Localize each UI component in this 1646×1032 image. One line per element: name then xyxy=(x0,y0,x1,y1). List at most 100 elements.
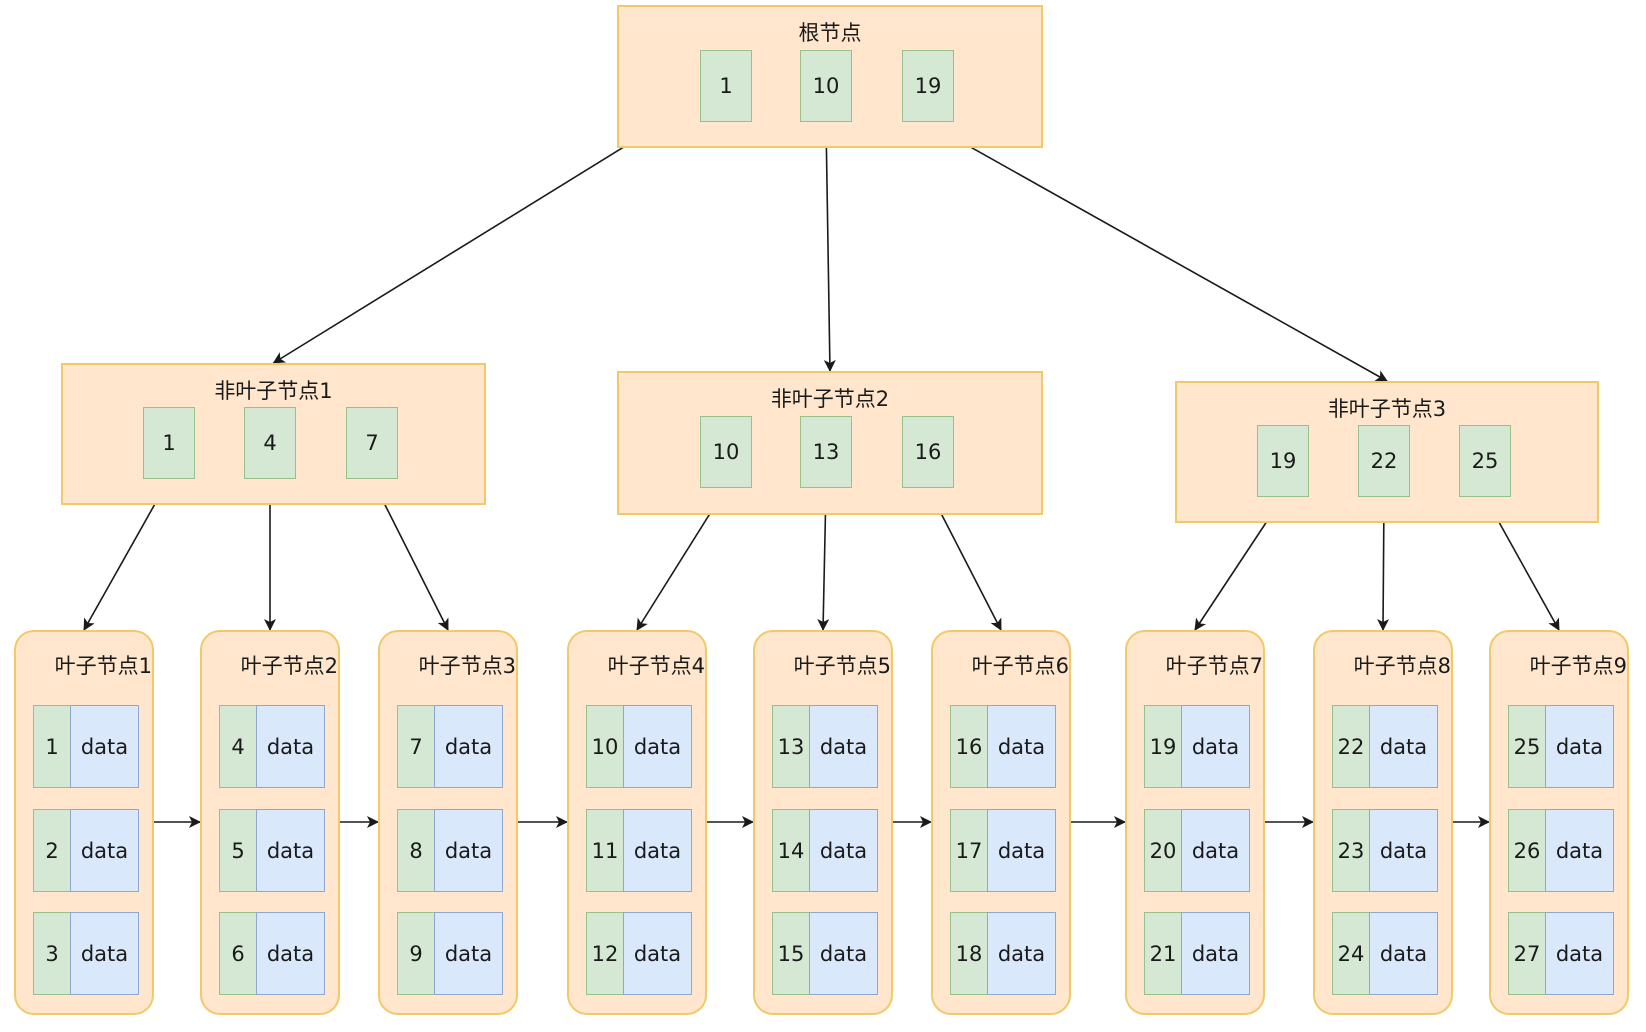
leaf-node-title: 叶子节点2 xyxy=(240,654,338,678)
internal-node-title: 非叶子节点3 xyxy=(1327,397,1447,421)
entry-data: data xyxy=(623,912,692,995)
leaf-node-title: 叶子节点1 xyxy=(54,654,152,678)
entry-data: data xyxy=(434,705,503,788)
entry-key: 26 xyxy=(1508,809,1545,892)
entry-data: data xyxy=(1545,809,1614,892)
internal-key: 7 xyxy=(346,407,398,479)
entry-data: data xyxy=(434,809,503,892)
leaf-node-title: 叶子节点8 xyxy=(1353,654,1451,678)
entry-key: 9 xyxy=(397,912,434,995)
internal-node-title: 非叶子节点2 xyxy=(770,387,890,411)
entry-key: 7 xyxy=(397,705,434,788)
entry-key: 12 xyxy=(586,912,623,995)
entry-key: 22 xyxy=(1332,705,1369,788)
entry-key: 11 xyxy=(586,809,623,892)
entry-key: 15 xyxy=(772,912,809,995)
entry-key: 23 xyxy=(1332,809,1369,892)
entry-key: 20 xyxy=(1144,809,1181,892)
entry-key: 1 xyxy=(33,705,70,788)
internal-key: 22 xyxy=(1358,425,1410,497)
internal-key: 16 xyxy=(902,416,954,488)
internal-key: 10 xyxy=(700,416,752,488)
entry-key: 3 xyxy=(33,912,70,995)
leaf-node-title: 叶子节点3 xyxy=(418,654,516,678)
entry-key: 10 xyxy=(586,705,623,788)
leaf-node-title: 叶子节点7 xyxy=(1165,654,1263,678)
internal-node-title: 非叶子节点1 xyxy=(214,379,333,403)
entry-key: 18 xyxy=(950,912,987,995)
entry-data: data xyxy=(1545,705,1614,788)
entry-data: data xyxy=(987,809,1056,892)
internal-node-2: 非叶子节点2 10 13 16 xyxy=(617,371,1043,515)
entry-data: data xyxy=(809,912,878,995)
entry-data: data xyxy=(1181,912,1250,995)
root-key: 19 xyxy=(902,50,954,122)
root-node: 根节点 1 10 19 xyxy=(617,5,1043,148)
entry-data: data xyxy=(256,705,325,788)
internal-node-3: 非叶子节点3 19 22 25 xyxy=(1175,381,1599,523)
internal-key: 25 xyxy=(1459,425,1511,497)
entry-key: 24 xyxy=(1332,912,1369,995)
entry-data: data xyxy=(1181,705,1250,788)
internal-key: 19 xyxy=(1257,425,1309,497)
leaf-node-title: 叶子节点4 xyxy=(607,654,705,678)
entry-data: data xyxy=(1369,809,1438,892)
entry-data: data xyxy=(623,705,692,788)
edge-root-to-internal-3 xyxy=(925,121,1388,382)
entry-data: data xyxy=(1181,809,1250,892)
internal-key: 4 xyxy=(244,407,296,479)
internal-key: 13 xyxy=(800,416,852,488)
edge-root-to-internal-2 xyxy=(823,121,836,372)
entry-data: data xyxy=(1369,912,1438,995)
entry-key: 4 xyxy=(219,705,256,788)
entry-key: 2 xyxy=(33,809,70,892)
entry-data: data xyxy=(809,809,878,892)
entry-data: data xyxy=(1545,912,1614,995)
entry-data: data xyxy=(987,912,1056,995)
entry-data: data xyxy=(70,912,139,995)
entry-key: 19 xyxy=(1144,705,1181,788)
leaf-node-title: 叶子节点5 xyxy=(793,654,891,678)
entry-data: data xyxy=(434,912,503,995)
entry-key: 14 xyxy=(772,809,809,892)
entry-key: 16 xyxy=(950,705,987,788)
root-key: 1 xyxy=(700,50,752,122)
entry-key: 21 xyxy=(1144,912,1181,995)
entry-data: data xyxy=(987,705,1056,788)
entry-data: data xyxy=(623,809,692,892)
entry-key: 17 xyxy=(950,809,987,892)
entry-data: data xyxy=(256,912,325,995)
entry-data: data xyxy=(70,809,139,892)
